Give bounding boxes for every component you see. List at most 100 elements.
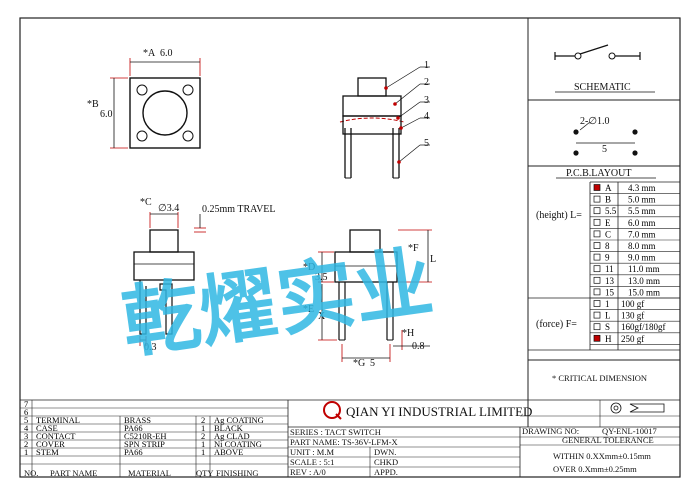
dim-e-label: *E: [303, 304, 314, 315]
parts-cell-name: CASE: [36, 423, 58, 433]
critical-note: * CRITICAL DIMENSION: [552, 373, 647, 383]
force-row-code: 1: [605, 299, 610, 309]
height-row-code: 9: [605, 253, 610, 263]
scale: SCALE : 5:1: [290, 457, 334, 467]
height-row-checkbox[interactable]: [593, 288, 601, 296]
dim-a-value: 6.0: [160, 48, 173, 59]
force-row-value: 100 gf: [621, 299, 644, 309]
parts-cell-finishing: BLACK: [214, 423, 244, 433]
dim-d-value: 3.5: [315, 272, 328, 283]
parts-cell-qty: 2: [201, 431, 205, 441]
height-row-checkbox[interactable]: [593, 253, 601, 261]
company-name: QIAN YI INDUSTRIAL LIMITED: [346, 404, 532, 419]
dim-f-value: L: [430, 254, 436, 265]
pcb-hole-note: 2-∅1.0: [580, 116, 610, 127]
height-row-code: 15: [605, 287, 615, 297]
dim-h-value: 0.8: [412, 341, 425, 352]
parts-cell-finishing: Ni COATING: [214, 439, 262, 449]
height-row-value: 5.5 mm: [628, 206, 656, 216]
callout-5: 5: [424, 138, 429, 149]
parts-cell-name: CONTACT: [36, 431, 76, 441]
height-row-value: 15.0 mm: [628, 287, 660, 297]
height-row-value: 7.0 mm: [628, 229, 656, 239]
parts-header-qty: QTY: [196, 468, 213, 478]
drawing-no: QY-ENL-10017: [602, 426, 657, 436]
projection-symbol: [610, 402, 665, 414]
company-logo: [323, 401, 342, 420]
parts-cell-material: PA66: [124, 447, 143, 457]
parts-cell-finishing: Ag COATING: [214, 415, 264, 425]
force-row-code: H: [605, 334, 612, 344]
series: SERIES : TACT SWITCH: [290, 427, 381, 437]
top-view: [110, 58, 201, 149]
dim-c-label: *C: [140, 197, 152, 208]
parts-cell-no: 6: [24, 407, 28, 417]
parts-table-grid: [20, 399, 680, 477]
force-row-code: S: [605, 322, 610, 332]
height-row-code: C: [605, 229, 611, 239]
height-row-value: 4.3 mm: [628, 183, 656, 193]
part-name: PART NAME: TS-36V-LFM-X: [290, 437, 398, 447]
height-row-code: 13: [605, 276, 615, 286]
dim-d-label: *D: [303, 262, 315, 273]
dim-g-label: *G: [353, 358, 365, 369]
height-row-value: 13.0 mm: [628, 276, 660, 286]
parts-cell-qty: 1: [201, 439, 205, 449]
appd: APPD.: [374, 467, 398, 477]
force-row-value: 160gf/180gf: [621, 322, 666, 332]
schematic-title: SCHEMATIC: [574, 82, 631, 93]
parts-header-name: PART NAME: [50, 468, 97, 478]
height-row-checkbox[interactable]: [593, 184, 601, 191]
force-row-value: 130 gf: [621, 311, 644, 321]
height-row-checkbox[interactable]: [593, 265, 601, 273]
travel-note: 0.25mm TRAVEL: [202, 204, 276, 215]
dim-f-label: *F: [408, 243, 419, 254]
parts-cell-finishing: Ag CLAD: [214, 431, 250, 441]
force-row-code: L: [605, 311, 611, 321]
parts-header-finishing: FINISHING: [216, 468, 259, 478]
force-row-value: 250 gf: [621, 334, 644, 344]
force-row-checkbox[interactable]: [593, 300, 601, 307]
dim-b-label: *B: [87, 99, 99, 110]
parts-cell-no: 7: [24, 399, 28, 409]
callout-1: 1: [424, 60, 429, 71]
height-row-value: 5.0 mm: [628, 195, 656, 205]
height-row-value: 6.0 mm: [628, 218, 656, 228]
height-row-checkbox[interactable]: [593, 195, 601, 203]
height-row-checkbox[interactable]: [593, 276, 601, 284]
drawing-no-label: DRAWING NO:: [522, 426, 579, 436]
parts-cell-material: PA66: [124, 423, 143, 433]
force-row-checkbox[interactable]: [593, 334, 601, 342]
height-row-value: 8.0 mm: [628, 241, 656, 251]
parts-cell-no: 1: [24, 447, 28, 457]
callout-4: 4: [424, 111, 429, 122]
height-row-value: 9.0 mm: [628, 253, 656, 263]
pcb-pitch: 5: [602, 144, 607, 155]
rev: REV : A/0: [290, 467, 326, 477]
height-row-checkbox[interactable]: [593, 207, 601, 215]
pcb-title: P.C.B.LAYOUT: [566, 168, 631, 179]
callout-3: 3: [424, 95, 429, 106]
height-row-code: B: [605, 195, 611, 205]
parts-cell-material: SPN STRIP: [124, 439, 165, 449]
pcb-layout: [556, 121, 656, 179]
parts-cell-no: 3: [24, 431, 28, 441]
front-view-right: [318, 229, 432, 362]
height-row-checkbox[interactable]: [593, 230, 601, 238]
height-row-code: E: [605, 218, 611, 228]
parts-header-material: MATERIAL: [128, 468, 171, 478]
side-view-detail: [339, 66, 430, 179]
lead-offset: 0.3: [144, 342, 157, 353]
force-row-checkbox[interactable]: [593, 311, 601, 319]
dim-h-label: *H: [402, 328, 414, 339]
front-view-left: [133, 212, 206, 346]
parts-cell-name: STEM: [36, 447, 59, 457]
height-row-value: 11.0 mm: [628, 264, 660, 274]
parts-header-no: NO.: [24, 468, 38, 478]
height-row-checkbox[interactable]: [593, 218, 601, 226]
force-row-checkbox[interactable]: [593, 323, 601, 331]
height-row-checkbox[interactable]: [593, 242, 601, 249]
chkd: CHKD: [374, 457, 398, 467]
tolerance-within: WITHIN 0.XXmm±0.15mm: [553, 451, 651, 461]
